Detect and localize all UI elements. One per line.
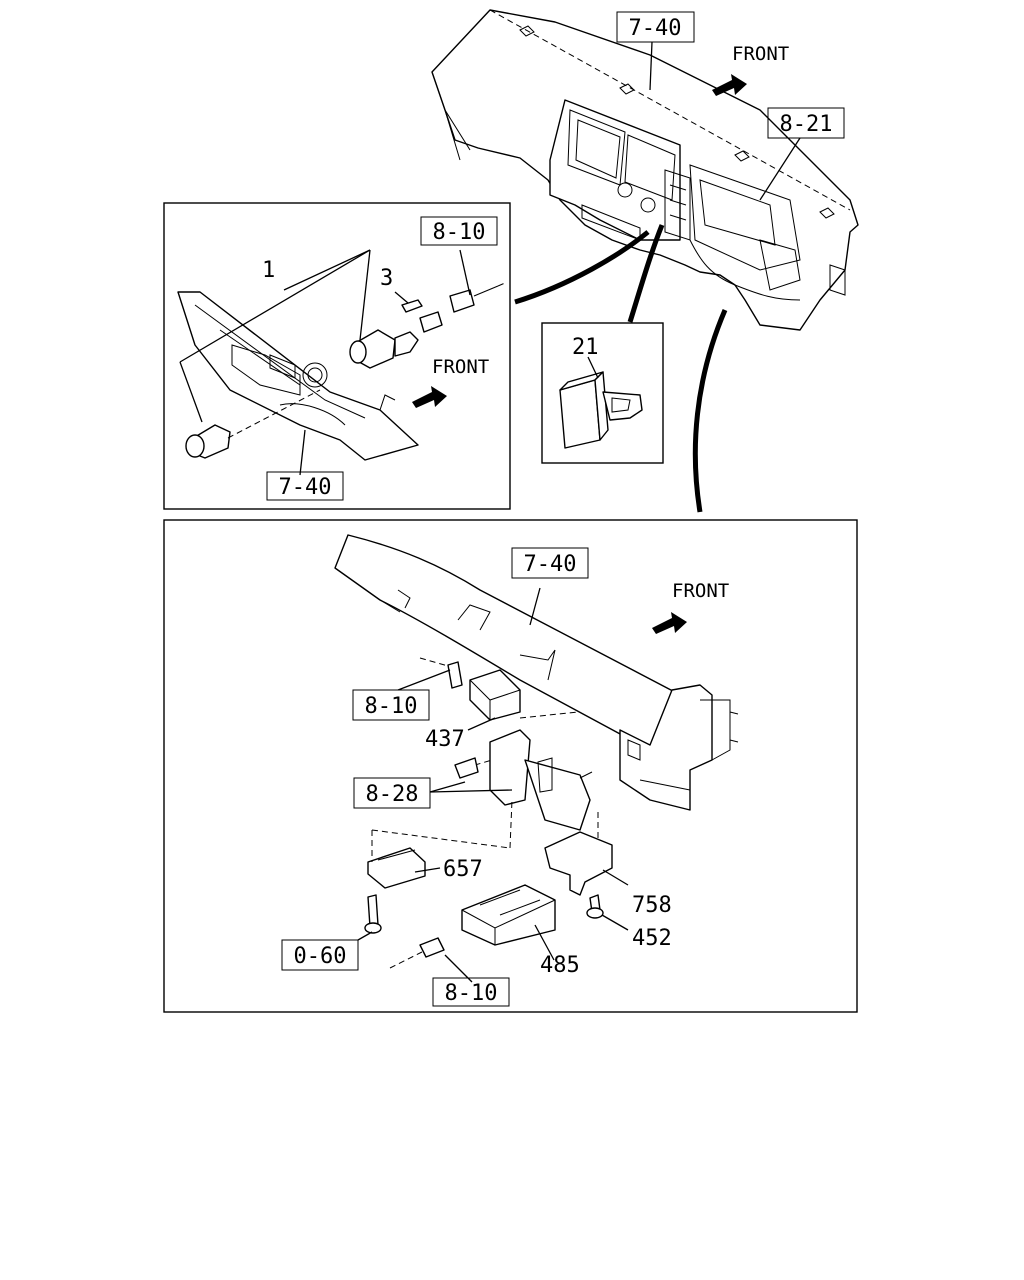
front-arrow-bottom: FRONT (652, 580, 729, 634)
svg-text:3: 3 (380, 266, 393, 291)
ref-dash-top: 7-40 (616, 11, 695, 43)
front-arrow-top: FRONT (712, 43, 789, 96)
svg-text:7-40: 7-40 (524, 552, 577, 577)
svg-text:21: 21 (572, 335, 599, 360)
svg-text:8-10: 8-10 (365, 694, 418, 719)
ref-trim-lighter: 7-40 (266, 471, 344, 501)
svg-text:452: 452 (632, 926, 672, 951)
bracket-panel (163, 519, 858, 1013)
ref-beam-bottom: 7-40 (511, 547, 589, 579)
svg-text:FRONT: FRONT (732, 43, 789, 65)
switch-panel (541, 322, 664, 464)
cross-beam (334, 534, 691, 763)
ref-wire-upper: 8-10 (352, 689, 430, 721)
svg-text:485: 485 (540, 953, 580, 978)
svg-text:8-21: 8-21 (780, 112, 833, 137)
svg-text:758: 758 (632, 893, 672, 918)
svg-text:7-40: 7-40 (629, 16, 682, 41)
svg-text:0-60: 0-60 (294, 944, 347, 969)
svg-text:657: 657 (443, 857, 483, 882)
svg-text:8-10: 8-10 (445, 981, 498, 1006)
svg-text:7-40: 7-40 (279, 475, 332, 500)
dashboard-overview (431, 9, 859, 331)
lighter-trim-panel (177, 291, 419, 461)
svg-text:1: 1 (262, 258, 275, 283)
svg-text:FRONT: FRONT (672, 580, 729, 602)
ref-wire-lighter: 8-10 (420, 216, 498, 246)
lighter-panel (163, 202, 511, 510)
ref-screw: 0-60 (281, 939, 359, 971)
module-657 (367, 847, 426, 889)
bracket-758 (544, 831, 613, 896)
ref-bracket-bolt: 8-28 (353, 777, 431, 809)
svg-text:437: 437 (425, 727, 465, 752)
switch-21 (559, 379, 601, 449)
unit-485 (461, 884, 556, 946)
ref-cluster-top: 8-21 (767, 107, 845, 139)
svg-text:8-10: 8-10 (433, 220, 486, 245)
front-arrow-lighter: FRONT (412, 356, 489, 408)
svg-text:FRONT: FRONT (432, 356, 489, 378)
svg-text:8-28: 8-28 (366, 782, 419, 807)
ref-wire-lower: 8-10 (432, 977, 510, 1007)
relay-437 (469, 669, 521, 721)
